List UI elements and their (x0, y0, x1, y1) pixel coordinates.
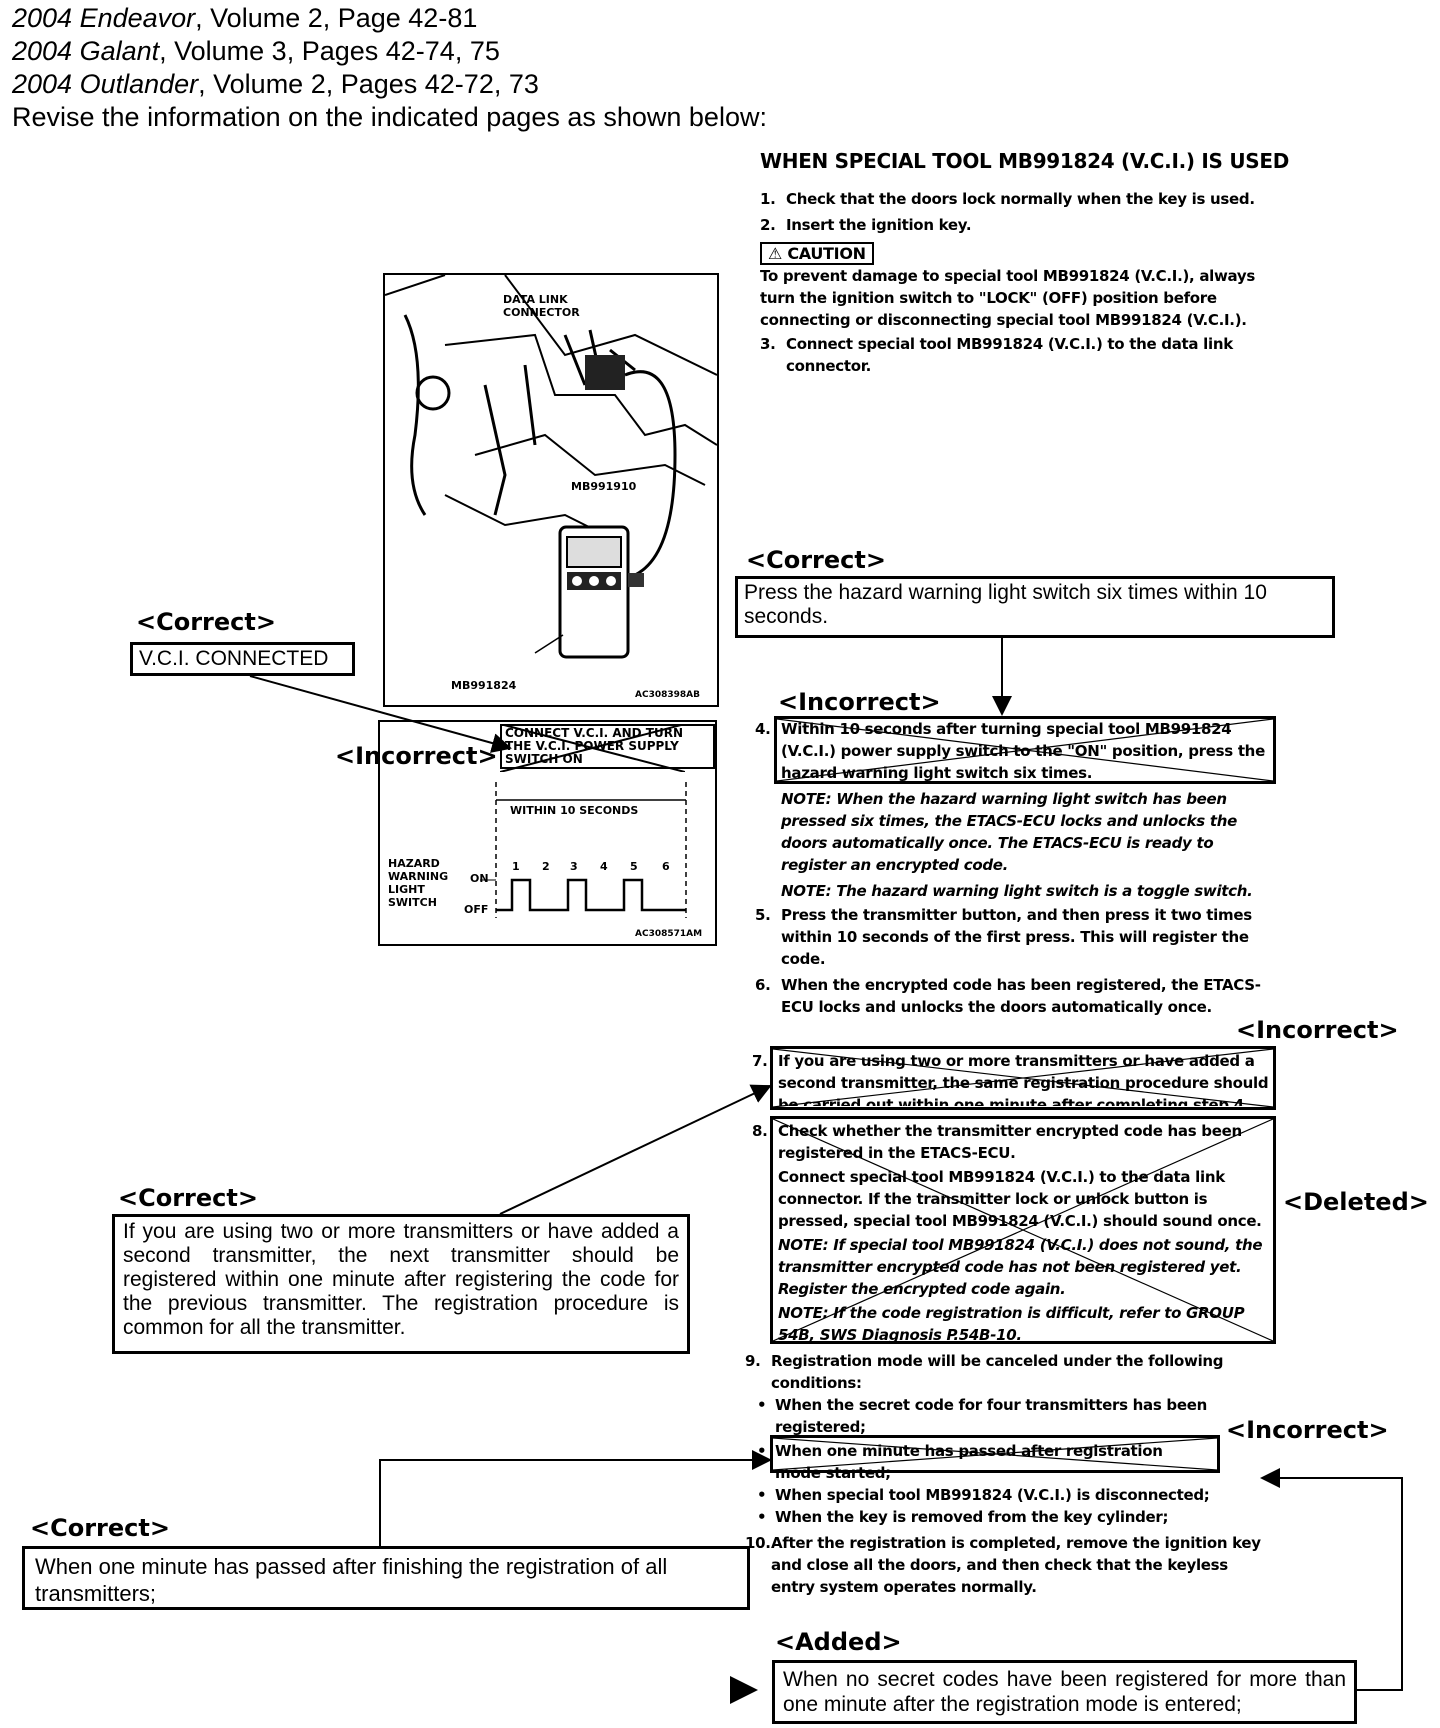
step9-bullet-1: •When the secret code for four transmitt… (757, 1396, 1207, 1436)
timing-tick-5: 5 (630, 860, 638, 873)
label-data-link-connector: DATA LINK CONNECTOR (503, 293, 580, 319)
step9-bullet-2: •When one minute has passed after regist… (757, 1442, 1163, 1482)
step-9: 9.Registration mode will be canceled und… (745, 1352, 1224, 1392)
caution-text: To prevent damage to special tool MB9918… (760, 267, 1256, 329)
timing-tick-3: 3 (570, 860, 578, 873)
label-mb991910: MB991910 (571, 480, 637, 493)
procedure-steps-1-3: 1.Check that the doors lock normally whe… (760, 188, 1280, 377)
added-box: When no secret codes have been registere… (772, 1660, 1357, 1724)
step-6: 6.When the encrypted code has been regis… (755, 976, 1261, 1016)
tag-deleted-step8: <Deleted> (1283, 1188, 1429, 1216)
timing-tick-2: 2 (542, 860, 550, 873)
header-line-galant: 2004 Galant, Volume 3, Pages 42-74, 75 (12, 36, 500, 66)
timing-y-label: HAZARD WARNING LIGHT SWITCH (388, 857, 449, 909)
tag-correct-one-minute: <Correct> (30, 1514, 170, 1542)
step9-bullet-3: •When special tool MB991824 (V.C.I.) is … (757, 1486, 1210, 1504)
header-instruction: Revise the information on the indicated … (12, 102, 767, 132)
procedure-heading: WHEN SPECIAL TOOL MB991824 (V.C.I.) IS U… (760, 149, 1290, 173)
timing-tick-1: 1 (512, 860, 520, 873)
figure1-code: AC308398AB (635, 690, 700, 700)
step-3: 3.Connect special tool MB991824 (V.C.I.)… (760, 335, 1233, 375)
note-4a: NOTE: When the hazard warning light swit… (781, 790, 1237, 874)
timing-off-label: OFF (464, 903, 489, 916)
note-4b: NOTE: The hazard warning light switch is… (781, 882, 1253, 900)
procedure-step-8: 8.Check whether the transmitter encrypte… (752, 1120, 1272, 1346)
tag-incorrect-step4: <Incorrect> (778, 688, 941, 716)
step8-strike-box (770, 1116, 1276, 1344)
step9-bullet-4: •When the key is removed from the key cy… (757, 1508, 1169, 1526)
vci-connection-figure: DATA LINK CONNECTOR MB991910 MB991824 AC… (383, 273, 719, 707)
one-minute-correct-box: When one minute has passed after finishi… (22, 1546, 750, 1610)
hazard-correct-box: Press the hazard warning light switch si… (735, 576, 1335, 638)
engine-bay-illustration (385, 275, 717, 659)
step-8b: Connect special tool MB991824 (V.C.I.) t… (778, 1168, 1262, 1230)
tag-incorrect-step7: <Incorrect> (1236, 1016, 1399, 1044)
step-1: 1.Check that the doors lock normally whe… (760, 190, 1255, 208)
header-line-endeavor: 2004 Endeavor, Volume 2, Page 42-81 (12, 3, 478, 33)
tag-incorrect-figure: <Incorrect> (335, 742, 498, 770)
figure2-strike-x (500, 724, 685, 772)
timing-on-label: ON (470, 872, 489, 885)
timing-within-label: WITHIN 10 SECONDS (510, 804, 639, 817)
tag-added: <Added> (775, 1628, 902, 1656)
note-8b: NOTE: If the code registration is diffic… (778, 1304, 1245, 1344)
tag-incorrect-bullet2: <Incorrect> (1226, 1416, 1389, 1444)
step-10: 10.After the registration is completed, … (745, 1534, 1261, 1596)
tag-correct-vci: <Correct> (136, 608, 276, 636)
procedure-step-9: 9.Registration mode will be canceled und… (745, 1350, 1265, 1598)
step-8: 8.Check whether the transmitter encrypte… (752, 1122, 1242, 1162)
timing-tick-6: 6 (662, 860, 670, 873)
step-2: 2.Insert the ignition key. (760, 216, 972, 234)
note-8a: NOTE: If special tool MB991824 (V.C.I.) … (778, 1236, 1263, 1298)
header: 2004 Endeavor, Volume 2, Page 42-81 2004… (12, 2, 767, 134)
tag-correct-hazard: <Correct> (746, 546, 886, 574)
tag-correct-transmitters: <Correct> (118, 1184, 258, 1212)
step-5: 5.Press the transmitter button, and then… (755, 906, 1252, 968)
timing-waveform (480, 782, 687, 918)
procedure-steps-4-6: 4.Within 10 seconds after turning specia… (755, 718, 1275, 1018)
vci-connected-box: V.C.I. CONNECTED (130, 642, 355, 676)
bullet2-strike-box (770, 1435, 1220, 1473)
timing-tick-4: 4 (600, 860, 608, 873)
transmitters-correct-box: If you are using two or more transmitter… (112, 1214, 690, 1354)
header-line-outlander: 2004 Outlander, Volume 2, Pages 42-72, 7… (12, 69, 539, 99)
step4-strike-box (774, 716, 1276, 784)
figure2-code: AC308571AM (635, 929, 703, 939)
step7-strike-box (770, 1046, 1276, 1110)
label-mb991824: MB991824 (451, 679, 517, 692)
caution-label: ⚠ CAUTION (760, 242, 874, 265)
